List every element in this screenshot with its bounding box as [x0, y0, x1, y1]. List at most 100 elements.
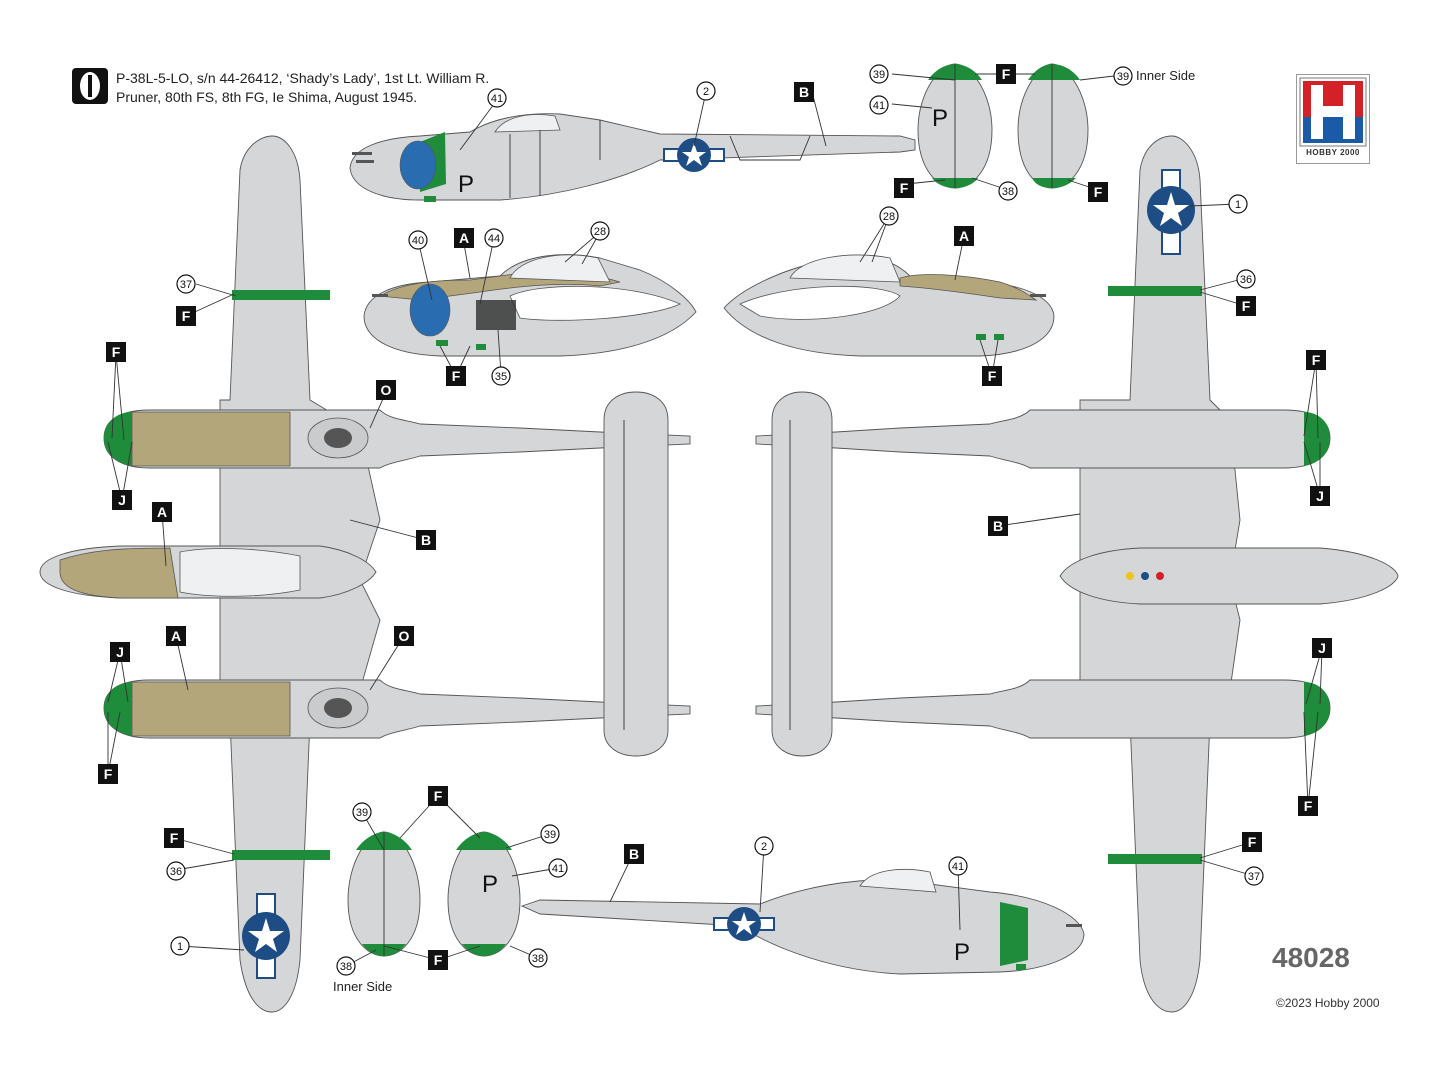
svg-text:O: O [399, 628, 410, 644]
svg-text:28: 28 [594, 226, 606, 238]
fin-code-top: P [932, 105, 948, 132]
label-F-9: F [164, 828, 184, 848]
svg-text:F: F [434, 952, 443, 968]
svg-text:F: F [452, 368, 461, 384]
svg-text:41: 41 [952, 861, 964, 873]
svg-text:F: F [1094, 184, 1103, 200]
fin-code-bottom: P [482, 871, 498, 898]
fuselage-code-bottom: P [954, 939, 970, 966]
left-side-profile: P [349, 113, 916, 202]
side-insignia-top [663, 138, 725, 172]
svg-text:J: J [118, 492, 126, 508]
wing-insignia-right [1147, 169, 1195, 255]
label-F-14: F [1298, 796, 1318, 816]
label-O-2: O [394, 626, 414, 646]
label-B-4: B [988, 516, 1008, 536]
num-1-b: 1 [170, 936, 190, 956]
svg-text:39: 39 [544, 829, 556, 841]
label-F-4: F [446, 366, 466, 386]
svg-text:F: F [1312, 352, 1321, 368]
svg-text:F: F [170, 830, 179, 846]
num-40: 40 [408, 230, 428, 250]
svg-text:F: F [988, 368, 997, 384]
svg-text:F: F [182, 308, 191, 324]
wing-insignia-left [242, 893, 290, 979]
svg-text:F: F [1002, 66, 1011, 82]
badge-number-glyph [80, 72, 100, 100]
label-B-1: B [794, 82, 814, 102]
svg-text:J: J [1316, 488, 1324, 504]
profile-number-badge [72, 68, 108, 104]
num-38-c: 38 [528, 948, 548, 968]
svg-text:1: 1 [177, 941, 183, 953]
svg-text:A: A [959, 228, 969, 244]
num-39-b: 39 [1113, 66, 1133, 86]
svg-text:F: F [1248, 834, 1257, 850]
num-41-d: 41 [948, 856, 968, 876]
label-B-2: B [416, 530, 436, 550]
nose-right-closeup [723, 254, 1055, 357]
logo-text: HOBBY 2000 [1306, 148, 1360, 157]
profile-caption: P-38L-5-LO, s/n 44-26412, ‘Shady’s Lady’… [116, 70, 490, 105]
svg-text:A: A [459, 230, 469, 246]
num-44: 44 [484, 228, 504, 248]
num-28-a: 28 [590, 221, 610, 241]
label-J-2: J [110, 642, 130, 662]
svg-text:36: 36 [1240, 274, 1252, 286]
num-39-d: 39 [540, 824, 560, 844]
svg-text:F: F [434, 788, 443, 804]
svg-text:39: 39 [873, 69, 885, 81]
label-F-7: F [106, 342, 126, 362]
svg-text:F: F [1304, 798, 1313, 814]
svg-text:41: 41 [491, 93, 503, 105]
label-J-3: J [1310, 486, 1330, 506]
inner-side-label-top: Inner Side [1136, 68, 1195, 83]
svg-text:41: 41 [552, 863, 564, 875]
bottom-view-plan [755, 135, 1399, 1013]
svg-text:A: A [157, 504, 167, 520]
label-A-2: A [954, 226, 974, 246]
leader-lines [107, 73, 1323, 967]
svg-text:39: 39 [1117, 71, 1129, 83]
svg-text:40: 40 [412, 235, 424, 247]
hobby-2000-logo: HOBBY 2000 [1296, 74, 1370, 164]
num-37-a: 37 [176, 274, 196, 294]
num-36-b: 36 [166, 861, 186, 881]
kit-number: 48028 [1272, 942, 1350, 973]
svg-text:A: A [171, 628, 181, 644]
label-J-4: J [1312, 638, 1332, 658]
label-F-1: F [996, 64, 1016, 84]
svg-text:B: B [629, 846, 639, 862]
svg-text:38: 38 [340, 961, 352, 973]
svg-text:37: 37 [180, 279, 192, 291]
svg-text:O: O [381, 382, 392, 398]
fuselage-code-top: P [458, 171, 474, 198]
label-A-3: A [152, 502, 172, 522]
label-B-3: B [624, 844, 644, 864]
num-2-a: 2 [696, 81, 716, 101]
label-F-12: F [1236, 296, 1256, 316]
side-insignia-bottom [713, 907, 775, 941]
nose-left-closeup [363, 254, 697, 357]
num-36-a: 36 [1236, 269, 1256, 289]
label-A-1: A [454, 228, 474, 248]
label-O-1: O [376, 380, 396, 400]
label-F-15: F [1242, 832, 1262, 852]
svg-text:B: B [993, 518, 1003, 534]
svg-text:F: F [1242, 298, 1251, 314]
num-35: 35 [491, 366, 511, 386]
label-F-10: F [428, 786, 448, 806]
num-2-b: 2 [754, 836, 774, 856]
svg-text:39: 39 [356, 807, 368, 819]
num-1-a: 1 [1228, 194, 1248, 214]
num-41-b: 41 [869, 95, 889, 115]
svg-text:J: J [116, 644, 124, 660]
num-39-a: 39 [869, 64, 889, 84]
label-F-2: F [894, 178, 914, 198]
svg-text:F: F [104, 766, 113, 782]
circled-number-labels: 41 2 39 41 39 Inner Side 38 40 44 28 28 … [166, 64, 1264, 994]
svg-text:44: 44 [488, 233, 500, 245]
svg-text:J: J [1318, 640, 1326, 656]
svg-text:1: 1 [1235, 199, 1241, 211]
svg-text:36: 36 [170, 866, 182, 878]
